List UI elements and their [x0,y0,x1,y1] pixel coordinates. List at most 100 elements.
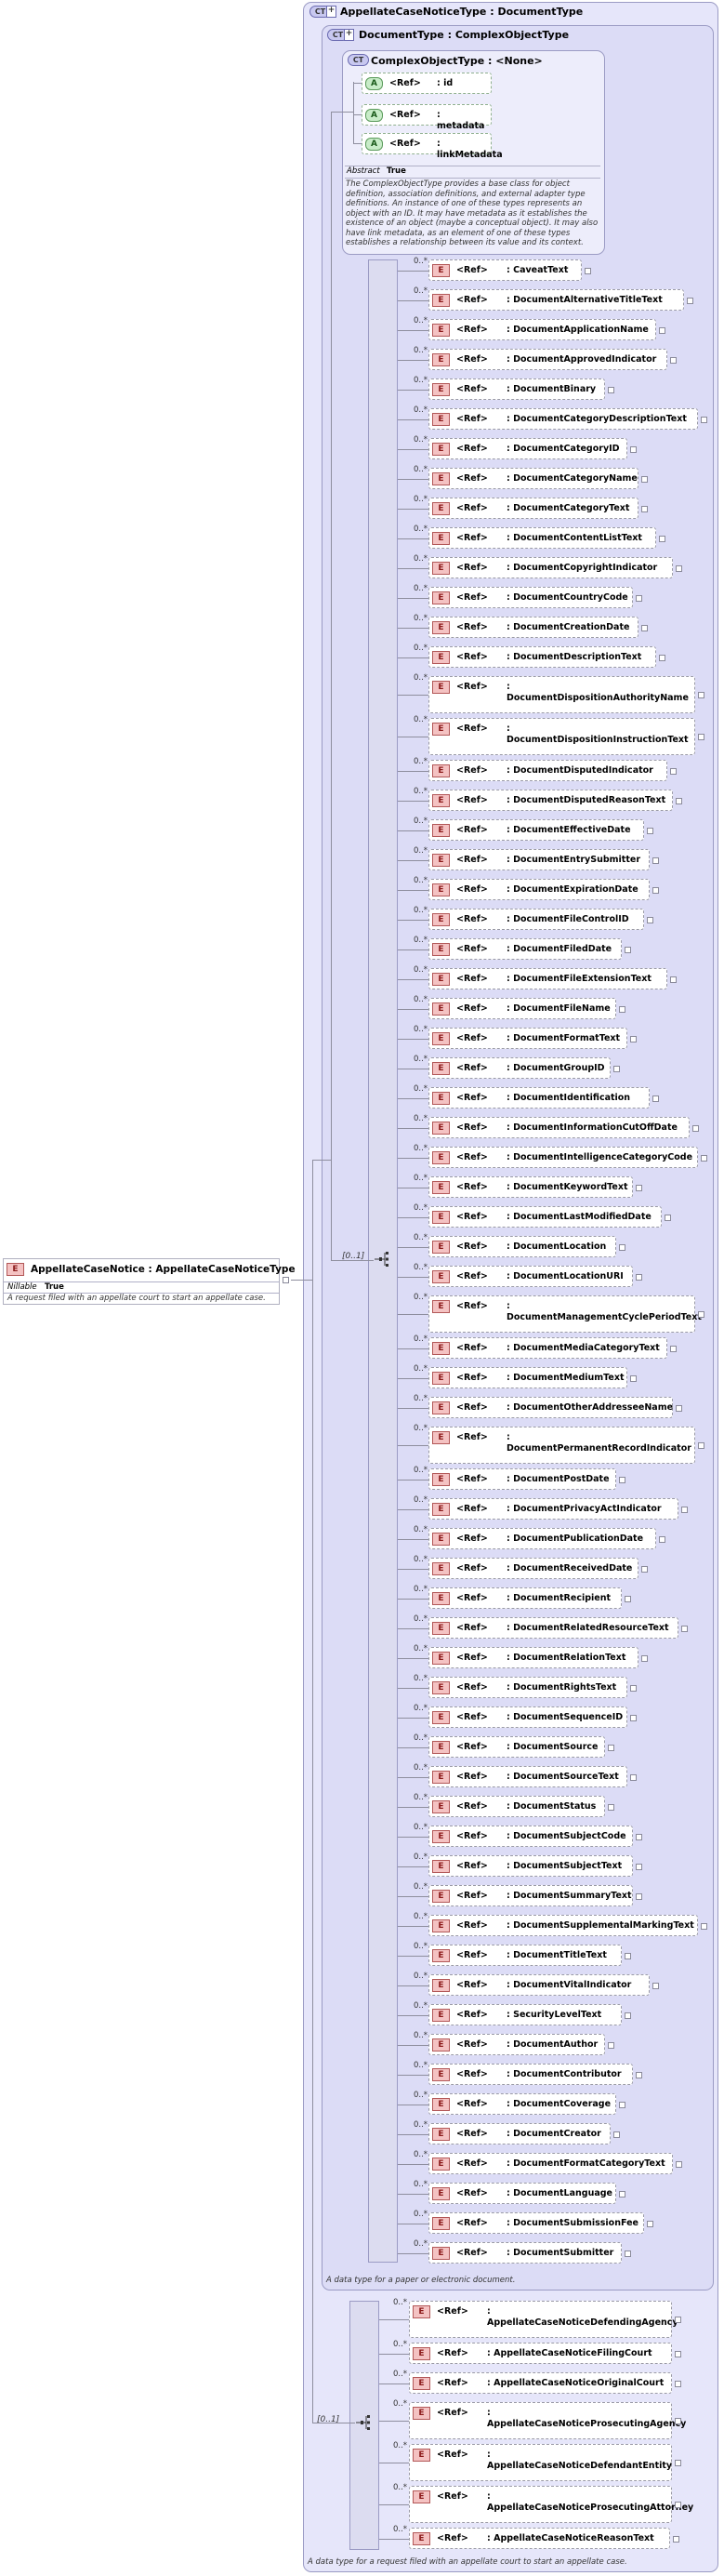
root-element-box[interactable]: E AppellateCaseNotice : AppellateCaseNot… [3,1258,296,1305]
expand-icon[interactable] [698,692,704,698]
element-ref-box[interactable]: E<Ref>: DocumentTitleText [428,1945,622,1966]
element-ref-box[interactable]: E<Ref>: DocumentIdentification [428,1087,651,1109]
element-ref-box[interactable]: E<Ref>: DocumentSubjectCode [428,1826,634,1847]
expand-icon[interactable] [698,1311,704,1318]
element-ref-box[interactable]: E<Ref>: DocumentInformationCutOffDate [428,1117,691,1138]
attribute-box[interactable]: A<Ref>: metadata [362,104,492,131]
element-ref-box[interactable]: E<Ref>: DocumentContributor [428,2064,634,2085]
element-ref-box[interactable]: E<Ref>: DocumentSummaryText [428,1885,634,1906]
element-ref-box[interactable]: E<Ref>: DocumentFormatCategoryText [428,2153,673,2174]
element-ref-box[interactable]: E<Ref>: DocumentCoverage [428,2093,616,2115]
expand-icon[interactable] [673,2536,680,2543]
element-ref-box[interactable]: E<Ref>: DocumentApprovedIndicator [428,349,667,370]
expand-icon[interactable] [624,2012,631,2019]
element-ref-box[interactable]: E<Ref>: DocumentKeywordText [428,1176,634,1198]
expand-icon[interactable] [636,1893,643,1900]
expand-icon[interactable] [675,798,682,804]
expand-icon[interactable] [701,1155,707,1162]
expand-icon[interactable] [669,768,677,775]
element-ref-box[interactable]: E<Ref>: DocumentCategoryDescriptionText [428,408,698,430]
expand-icon[interactable] [675,2381,681,2387]
element-ref-box[interactable]: E<Ref>: DocumentDisputedIndicator [428,760,667,781]
element-ref-box[interactable]: E<Ref>: DocumentLocationURI [428,1266,634,1287]
element-ref-box[interactable]: E<Ref>: DocumentIntelligenceCategoryCode [428,1147,698,1168]
expand-icon[interactable] [647,917,654,923]
element-ref-box[interactable]: E<Ref>: DocumentLocation [428,1236,616,1257]
expand-icon[interactable] [641,1566,649,1573]
expand-icon[interactable] [641,1655,649,1662]
expand-icon[interactable] [647,828,654,834]
expand-icon[interactable] [675,2418,681,2424]
element-ref-box[interactable]: E<Ref>: DocumentVitalIndicator [428,1974,651,1996]
sequence-icon[interactable] [374,1250,392,1268]
element-ref-box[interactable]: E<Ref>: DocumentDispositionInstructionTe… [428,718,695,755]
expand-icon[interactable] [636,1834,643,1840]
element-ref-box[interactable]: E<Ref>: DocumentCopyrightIndicator [428,557,673,578]
element-ref-box[interactable]: E<Ref>: DocumentCategoryText [428,498,639,519]
element-ref-box[interactable]: E<Ref>: DocumentCategoryName [428,468,639,489]
element-ref-box[interactable]: E<Ref>: DocumentManagementCyclePeriodTex… [428,1295,702,1333]
expand-icon[interactable] [669,1346,677,1352]
expand-icon[interactable] [675,2317,681,2323]
element-ref-box[interactable]: E<Ref>: DocumentCreator [428,2123,611,2144]
expand-icon[interactable] [618,1006,625,1013]
element-ref-box[interactable]: E<Ref>: DocumentSupplementalMarkingText [428,1915,698,1936]
expand-icon[interactable] [630,446,637,453]
element-ref-box[interactable]: E<Ref>: DocumentGroupID [428,1057,611,1079]
expand-icon[interactable] [641,506,649,512]
expand-icon[interactable] [692,1125,700,1132]
element-ref-box[interactable]: E<Ref>: DocumentPublicationDate [428,1528,656,1549]
expand-icon[interactable] [675,2502,681,2508]
expand-icon[interactable] [658,536,665,542]
expand-icon[interactable] [675,565,682,572]
element-ref-box[interactable]: E<Ref>: DocumentLastModifiedDate [428,1206,662,1228]
expand-icon[interactable] [636,1864,643,1870]
element-ref-box[interactable]: E<Ref>: DocumentOtherAddresseeName [428,1397,673,1418]
complex-type-icon[interactable]: CT [327,29,354,41]
expand-icon[interactable] [624,947,631,953]
expand-icon[interactable] [658,1536,665,1543]
element-ref-box[interactable]: E<Ref>: AppellateCaseNoticeProsecutingAt… [409,2486,693,2523]
element-ref-box[interactable]: E<Ref>: DocumentMediaCategoryText [428,1337,667,1359]
expand-icon[interactable] [698,734,704,740]
expand-icon[interactable] [630,1715,637,1721]
element-ref-box[interactable]: E<Ref>: DocumentCountryCode [428,587,634,608]
element-ref-box[interactable]: E<Ref>: DocumentContentListText [428,527,656,549]
attribute-box[interactable]: A<Ref>: id [362,73,492,94]
element-ref-box[interactable]: E<Ref>: DocumentDisputedReasonText [428,790,673,811]
expand-icon[interactable] [612,2131,620,2138]
complex-type-icon[interactable]: CT [309,6,336,18]
expand-icon[interactable] [618,2102,625,2108]
expand-icon[interactable] [675,2161,682,2168]
expand-icon[interactable] [618,1244,625,1251]
expand-icon[interactable] [607,1745,614,1751]
expand-icon[interactable] [612,1066,620,1072]
expand-icon[interactable] [701,1923,707,1930]
element-ref-box[interactable]: E<Ref>: DocumentReceivedDate [428,1558,639,1579]
expand-icon[interactable] [607,1804,614,1811]
element-ref-box[interactable]: E<Ref>: DocumentSubmissionFee [428,2212,645,2234]
element-ref-box[interactable]: E<Ref>: DocumentCreationDate [428,617,639,638]
element-ref-box[interactable]: E<Ref>: DocumentSourceText [428,1766,627,1787]
sequence-icon[interactable] [355,2413,374,2432]
expand-icon[interactable] [698,1442,704,1449]
expand-icon[interactable] [636,1274,643,1281]
element-ref-box[interactable]: E<Ref>: DocumentCategoryID [428,438,627,459]
element-ref-box[interactable]: E<Ref>: DocumentSubmitter [428,2242,622,2264]
element-ref-box[interactable]: E<Ref>: DocumentLanguage [428,2183,616,2204]
expand-icon[interactable] [624,1953,631,1959]
expand-icon[interactable] [687,298,693,304]
element-ref-box[interactable]: E<Ref>: DocumentEntrySubmitter [428,849,651,870]
element-ref-box[interactable]: E<Ref>: DocumentDescriptionText [428,646,656,668]
element-ref-box[interactable]: E<Ref>: AppellateCaseNoticeDefendantEnti… [409,2444,672,2481]
expand-icon[interactable] [607,2042,614,2049]
expand-icon[interactable] [658,327,665,334]
expand-icon[interactable] [652,1095,660,1102]
element-ref-box[interactable]: E<Ref>: AppellateCaseNoticeDefendingAgen… [409,2301,678,2338]
expand-icon[interactable] [658,655,665,661]
element-ref-box[interactable]: E<Ref>: DocumentApplicationName [428,319,656,340]
element-ref-box[interactable]: E<Ref>: DocumentPostDate [428,1468,616,1490]
element-ref-box[interactable]: E<Ref>: DocumentFileName [428,998,616,1019]
expand-icon[interactable] [636,595,643,602]
element-ref-box[interactable]: E<Ref>: AppellateCaseNoticeOriginalCourt [409,2372,672,2394]
